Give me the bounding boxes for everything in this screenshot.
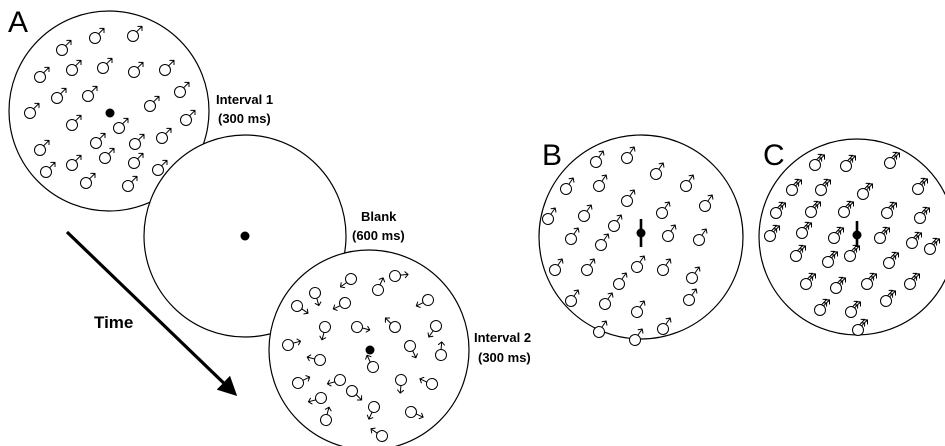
interval-2-stimulus [268,249,470,446]
fixation-dot [240,231,250,241]
interval-2-title: Interval 2 [474,330,531,345]
fixation-dot [105,108,115,118]
panel-c-stimulus [758,138,945,336]
interval-1-title: Interval 1 [216,92,273,107]
fixation-dot [365,345,375,355]
panel-letter-c: C [763,139,785,172]
blank-title: Blank [361,209,397,224]
interval-1-stimulus [8,10,210,212]
time-label: Time [94,313,133,332]
time-arrow [65,230,238,396]
interval-2-duration: (300 ms) [478,350,531,365]
interval-1-duration: (300 ms) [218,111,271,126]
blank-duration: (600 ms) [352,228,405,243]
panel-letter-b: B [542,139,562,172]
fixation-dot [852,230,862,240]
panel-letter-a: A [8,6,28,39]
fixation-dot [636,228,646,238]
panel-b-stimulus [538,134,744,347]
